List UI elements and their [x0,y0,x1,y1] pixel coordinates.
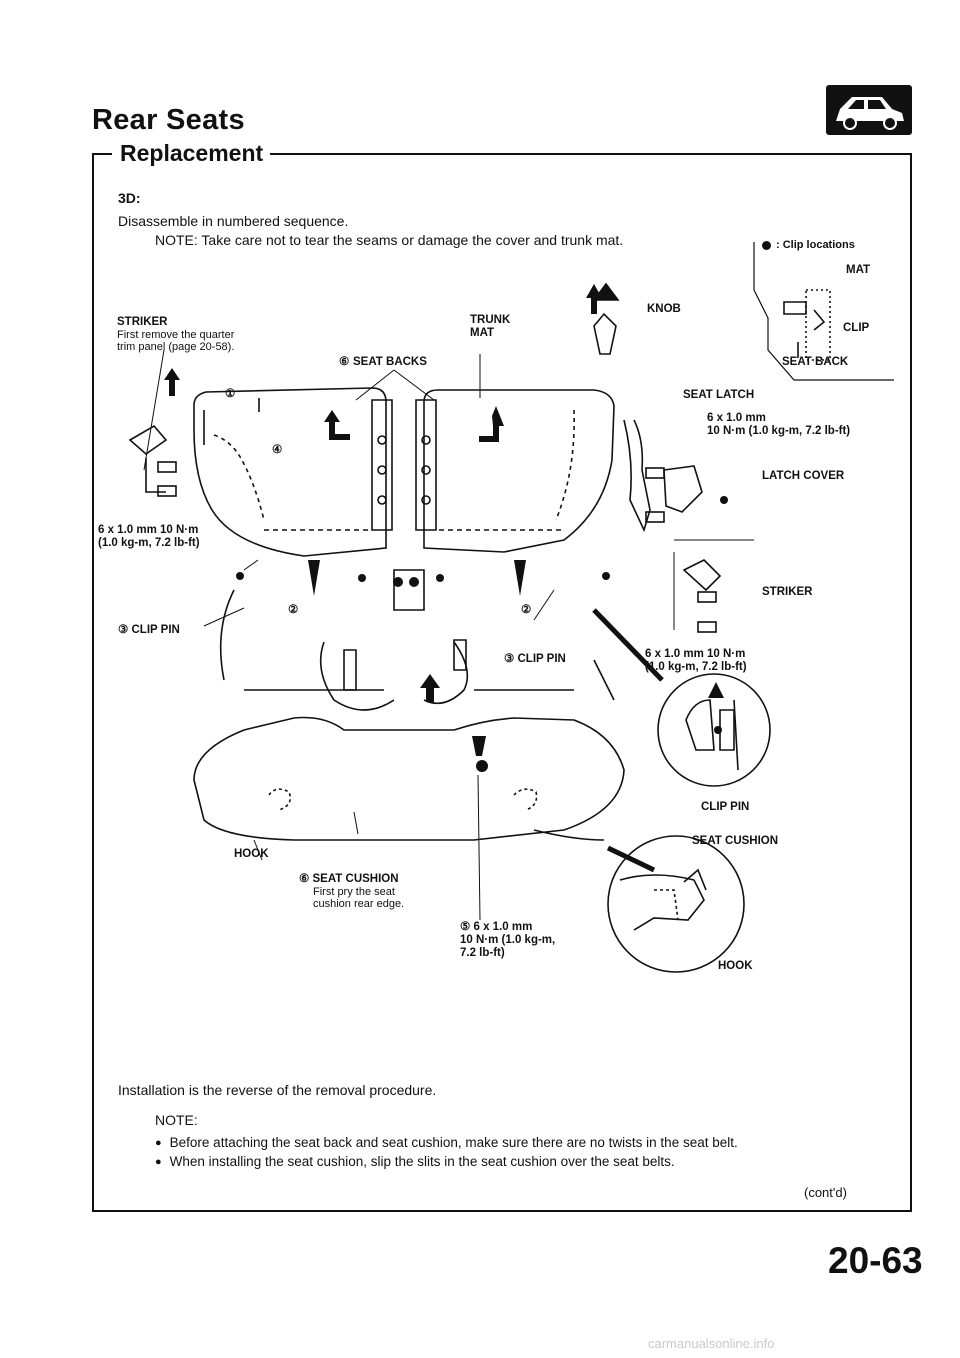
instruction-text: Disassemble in numbered sequence. [118,213,349,229]
watermark: carmanualsonline.info [648,1336,775,1351]
car-hatchback-icon [826,85,912,135]
installation-notes: Before attaching the seat back and seat … [155,1134,738,1172]
label-num-4: ④ [272,444,283,456]
page-number: 20-63 [828,1240,923,1281]
continued-label: (cont'd) [804,1185,847,1200]
label-latch-cover: LATCH COVER [762,470,845,482]
frame-right [910,153,912,1212]
page-title: Rear Seats [92,104,245,136]
label-bolt-bottom: ⑤ 6 x 1.0 mm 10 N·m (1.0 kg-m, 7.2 lb-ft… [460,921,556,959]
label-clip-pin-center: ③ CLIP PIN [504,653,566,665]
section-rule-right [270,153,912,155]
label-seat-back-inset: SEAT BACK [782,356,849,368]
section-title: Replacement [120,140,264,166]
label-seat-backs: SEAT BACKS [353,356,427,368]
label-striker-left: STRIKER [117,316,168,328]
installation-note-label: NOTE: [155,1112,198,1128]
label-seat-cushion-right: SEAT CUSHION [692,835,779,847]
label-bolt-right: 6 x 1.0 mm 10 N·m (1.0 kg-m, 7.2 lb-ft) [645,648,747,673]
label-mat: MAT [846,264,871,276]
rear-seat-exploded-diagram [128,242,894,973]
label-num-2a: ② [288,604,299,616]
label-trunk-mat: TRUNK MAT [470,314,511,339]
label-clip-pin-left: ③ CLIP PIN [118,624,180,636]
label-seat-latch: SEAT LATCH [683,389,755,401]
installation-note-item: When installing the seat cushion, slip t… [155,1153,738,1172]
label-num-1: ① [225,388,236,400]
label-bolt-left: 6 x 1.0 mm 10 N·m (1.0 kg-m, 7.2 lb-ft) [98,524,200,549]
frame-left [92,153,94,1212]
label-seat-cushion-note: First pry the seat cushion rear edge. [313,886,405,910]
clip-location-dot-icon [762,241,771,250]
intro-note: NOTE: Take care not to tear the seams or… [155,232,624,248]
installation-text: Installation is the reverse of the remov… [118,1082,437,1098]
label-hook-right: HOOK [718,960,753,972]
label-seat-backs-num: ⑥ [339,356,350,368]
legend-text: : Clip locations [776,239,855,251]
installation-note-item: Before attaching the seat back and seat … [155,1134,738,1153]
label-striker-right: STRIKER [762,586,813,598]
model-label: 3D: [118,190,141,206]
label-clip-pin-right: CLIP PIN [701,801,750,813]
label-bolt-latch: 6 x 1.0 mm 10 N·m (1.0 kg-m, 7.2 lb-ft) [707,412,851,437]
label-hook-left: HOOK [234,848,269,860]
frame-bottom [92,1210,912,1212]
label-seat-cushion-num: ⑥ SEAT CUSHION [299,873,399,885]
label-knob: KNOB [647,303,681,315]
label-clip: CLIP [843,322,870,334]
label-num-2b: ② [521,604,532,616]
label-striker-left-note: First remove the quarter trim panel (pag… [117,329,235,353]
section-rule-left [92,153,112,155]
